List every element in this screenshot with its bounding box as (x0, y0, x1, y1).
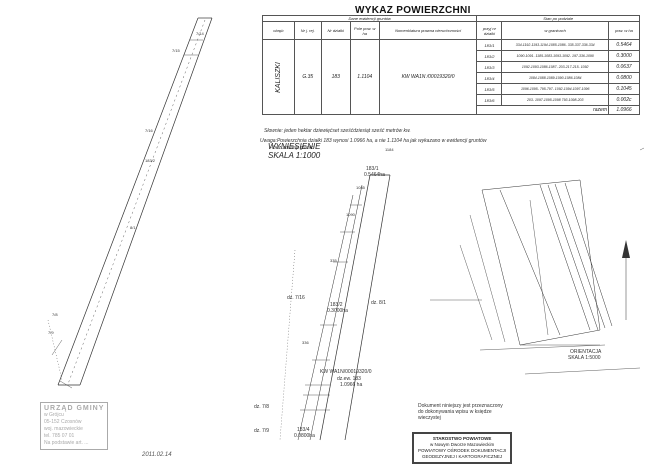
point-335: 335 (330, 258, 337, 263)
stamp-line6: Na podstawie art. ... (44, 440, 89, 446)
parcel-dz-7-9: dz. 7/9 (254, 428, 270, 434)
stamp-date: 2011.02.14 (142, 452, 172, 458)
row-1-granice: 334-1192-1193-1194-1085-1086- 335-337-33… (501, 39, 609, 51)
wyniesienie-scale: SKALA 1:1000 (268, 151, 321, 160)
parcel-dz-7-8: dz. 7/8 (254, 404, 270, 410)
parcel-area-183-4: 0.0800ha (294, 433, 315, 439)
row-6-pow: 0.002c (608, 94, 640, 106)
center-strip-boundary-b (344, 174, 391, 441)
pole-value: 1.1104 (349, 39, 380, 115)
col-nr-j-rej: Nr j. rej. (293, 21, 322, 40)
left-label-8-1: 8/1 (130, 225, 136, 230)
orientacja-scale: SKALA 1:5000 (568, 355, 601, 361)
parcel-area-183-1: 0.5464ha (364, 172, 385, 178)
county-stamp-line2: w Nowym Dworze Mazowieckim (429, 442, 495, 447)
stamp-line4: woj. mazowieckie (44, 426, 83, 432)
row-6-granice: 203- 1097-1095-1098 793-1098-203 (501, 94, 609, 106)
row-5-nr: 183/5 (476, 83, 503, 95)
row-1-pow: 0.5464 (608, 39, 640, 51)
col-granice: w granicach (501, 21, 609, 40)
county-office-stamp: STAROSTWO POWIATOWE w Nowym Dworze Mazow… (412, 432, 513, 464)
county-stamp-line4: GEODEZYJNEJ I KARTOGRAFICZNEJ (422, 454, 503, 459)
col-pow: pow. w ha (608, 21, 640, 40)
county-stamp-line3: POWIATOWY OŚRODEK DOKUMENTACJI (418, 448, 507, 453)
parcel-area-183-2: 0.3000ha (327, 308, 348, 314)
left-label-7-15: 7/15 (172, 48, 180, 53)
row-2-granice: 1090-1091- 1185-1083-1093-1092- 197-336-… (501, 50, 609, 62)
stamp-line2: w Grójcu (44, 412, 64, 418)
col-nomenklatura: Nomenklatura prawna nieruchomości (378, 21, 478, 40)
uwaga-note-line2: - bez zmiany granic (270, 145, 314, 151)
wyniesienie-title: WYNIESIENIE (268, 142, 321, 151)
left-label-7-16: 7/16 (145, 128, 153, 133)
row-2-pow: 0.3000 (608, 50, 640, 62)
uwaga-note-line1: Uwaga:Powierzchnia działki 183 wynosi 1.… (260, 138, 487, 144)
row-6-nr: 183/6 (476, 94, 503, 106)
dokument-note-line1: Dokument niniejszy jest przeznaczony (418, 403, 503, 409)
center-strip-boundary-a (319, 174, 371, 441)
row-3-nr: 183/3 (476, 61, 503, 73)
jrej-value: G.35 (293, 39, 322, 115)
col-przyj-nr: przyj nr działki (476, 21, 503, 40)
point-1090: 1090 (346, 212, 355, 217)
row-4-pow: 0.0800 (608, 72, 640, 84)
parcel-dz-7-16: dz. 7/16 (287, 295, 305, 301)
stamp-line3: 05-152 Czosnów (44, 419, 82, 425)
parcel-label-183-4: 183/4 (297, 427, 310, 433)
col-obreb: obręb (262, 21, 295, 40)
area-table: Dane ewidencji gruntów Stan po podziale … (261, 15, 640, 115)
dzialka-value: 183 (320, 39, 351, 115)
row-3-pow: 0.0637 (608, 61, 640, 73)
left-strip-boundary-a (57, 17, 199, 386)
left-label-183-2: 183/2 (145, 158, 156, 163)
kw-label-line1: KW WA1N/00019320/0 (320, 369, 372, 375)
dokument-note-line3: wieczystej (418, 415, 441, 421)
left-label-7-14: 7/14 (196, 31, 204, 36)
county-stamp-line1: STAROSTWO POWIATOWE (432, 436, 492, 441)
left-strip-boundary-b (79, 17, 213, 386)
obreb-value: KALISZKI (262, 39, 295, 115)
point-1184: 1184 (385, 147, 394, 152)
dokument-note-line2: do dokonywania wpisu w księdze (418, 409, 492, 415)
razem-value: 1.0966 (608, 105, 640, 115)
row-3-granice: 1092-1093-1086-1087- 203-217-215- 1092 (501, 61, 609, 73)
row-4-granice: 1084-1088-1089-1090-1086-1084 (501, 72, 609, 84)
kw-label-line3: 1.0966 ha (340, 382, 363, 388)
orientacja-title: ORIENTACJA (570, 349, 602, 355)
left-label-7-8: 7/8 (52, 312, 58, 317)
parcel-dz-8-1: dz. 8/1 (371, 300, 387, 306)
page-title: WYKAZ POWIERZCHNI (355, 5, 471, 16)
row-5-pow: 0.1045 (608, 83, 640, 95)
col-nr-dzialki: Nr działki (320, 21, 351, 40)
col-pole-pow: Pole pow. w ha (349, 21, 380, 40)
kw-label-line2: dz.ew. 183 (337, 376, 361, 382)
slownie-note: Słownie: jeden hektar dziewięćset sześćd… (264, 128, 411, 134)
point-336: 336 (302, 340, 309, 345)
stamp-line5: tel. 785 07 01 (44, 433, 75, 439)
row-4-nr: 183/4 (476, 72, 503, 84)
razem-label: razem (476, 105, 609, 115)
stamp-line1: URZĄD GMINY (44, 405, 105, 412)
kw-value: KW WA1N /00019320/0 (378, 39, 478, 115)
row-2-nr: 183/2 (476, 50, 503, 62)
parcel-label-183-2: 183/2 (330, 302, 343, 308)
point-1085: 1085 (356, 185, 365, 190)
row-1-nr: 183/1 (476, 39, 503, 51)
commune-office-stamp: URZĄD GMINY w Grójcu 05-152 Czosnów woj.… (40, 402, 109, 450)
row-5-granice: 1096-1095- 795-797- 1092-1094-1097-1096 (501, 83, 609, 95)
parcel-label-183-1: 183/1 (366, 166, 379, 172)
left-label-7-9: 7/9 (48, 330, 54, 335)
